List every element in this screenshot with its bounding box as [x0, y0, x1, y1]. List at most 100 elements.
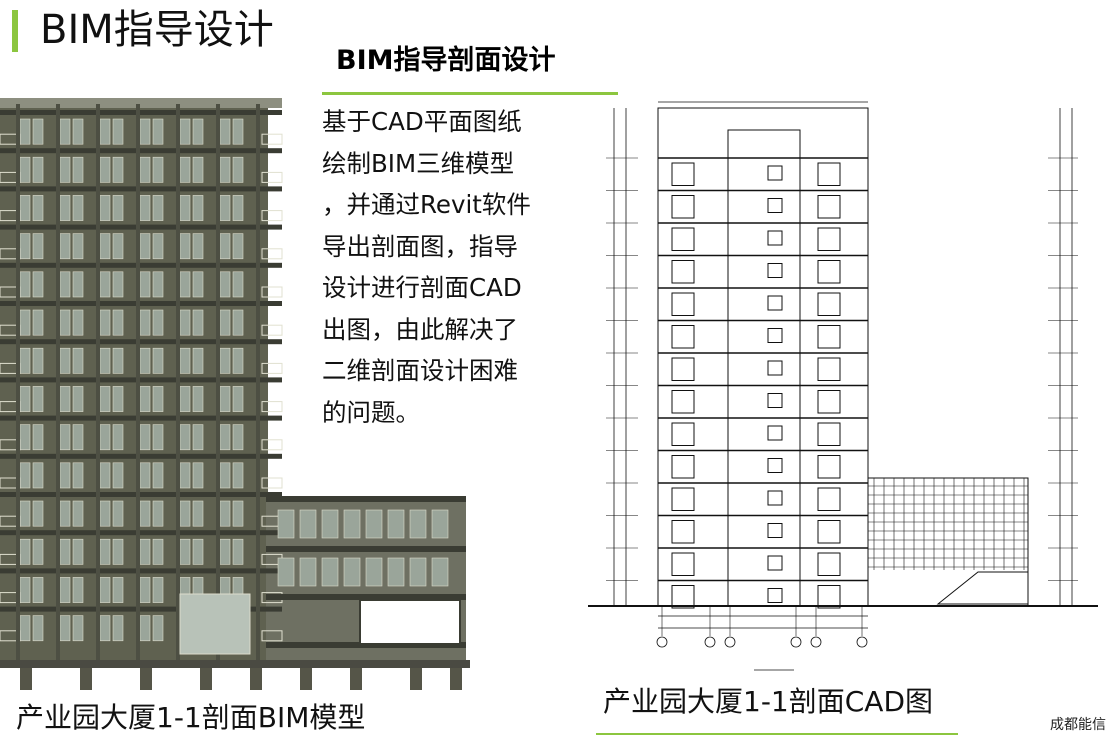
- bim-pile: [450, 668, 462, 690]
- bim-podium-window: [299, 557, 317, 587]
- bim-window: [19, 615, 31, 642]
- bim-window: [152, 309, 164, 336]
- bim-window: [59, 462, 71, 489]
- bim-floor-slab: [0, 606, 282, 612]
- bim-window: [219, 195, 231, 221]
- bim-floor-slab: [0, 301, 282, 306]
- body-text-line: 二维剖面设计困难: [322, 356, 518, 385]
- cad-room-door: [817, 195, 841, 219]
- cad-grid-axis-bubble: [656, 636, 668, 648]
- bim-window: [72, 347, 84, 374]
- bim-window: [179, 500, 191, 527]
- bim-window: [59, 309, 71, 336]
- cad-grid-axis-bubble: [856, 636, 868, 648]
- cad-room-door: [817, 260, 841, 284]
- bim-window: [139, 309, 151, 336]
- body-text-line: 设计进行剖面CAD: [322, 273, 522, 302]
- bim-window: [112, 309, 124, 336]
- bim-balcony-rail: [261, 210, 283, 222]
- bim-window: [19, 347, 31, 374]
- bim-window: [192, 500, 204, 527]
- cad-room-door: [671, 292, 695, 316]
- cad-room-door: [817, 487, 841, 511]
- bim-window: [112, 424, 124, 451]
- bim-window: [99, 615, 111, 642]
- cad-room-door: [817, 325, 841, 349]
- cad-core-window: [767, 425, 783, 441]
- bim-window: [152, 195, 164, 221]
- bim-roof-parapet: [0, 98, 282, 108]
- bim-window: [59, 233, 71, 260]
- cad-core-window: [767, 295, 783, 311]
- cad-room-door: [671, 422, 695, 446]
- bim-window: [112, 156, 124, 183]
- cad-room-door: [817, 227, 841, 251]
- bim-window: [152, 577, 164, 603]
- bim-window: [72, 538, 84, 565]
- footer-org-name: 成都能信: [1050, 717, 1106, 733]
- bim-floor-slab: [0, 262, 282, 268]
- bim-balcony-rail: [261, 439, 283, 451]
- bim-window: [179, 538, 191, 565]
- cad-room-door: [671, 390, 695, 414]
- bim-window: [112, 386, 124, 412]
- bim-window: [112, 462, 124, 489]
- bim-podium-window: [321, 557, 339, 587]
- cad-room-door: [671, 260, 695, 284]
- bim-window: [219, 386, 231, 412]
- bim-window: [59, 195, 71, 221]
- bim-window: [179, 195, 191, 221]
- cad-room-door: [671, 520, 695, 544]
- bim-window: [99, 156, 111, 183]
- cad-room-door: [817, 455, 841, 479]
- cad-room-door: [671, 455, 695, 479]
- cad-core-window: [767, 490, 783, 506]
- bim-window: [179, 386, 191, 412]
- bim-window: [232, 156, 244, 183]
- bim-podium-slab: [266, 496, 466, 502]
- bim-window: [112, 195, 124, 221]
- bim-window: [19, 309, 31, 336]
- bim-window: [59, 500, 71, 527]
- bim-window: [179, 156, 191, 183]
- bim-window: [19, 577, 31, 603]
- bim-podium-window: [431, 509, 449, 539]
- bim-window: [32, 424, 44, 451]
- cad-core-window: [767, 588, 783, 603]
- bim-window: [99, 424, 111, 451]
- section-title-underline: [322, 92, 618, 95]
- bim-window: [99, 309, 111, 336]
- cad-drawing-group: [588, 101, 1098, 671]
- bim-window: [112, 233, 124, 260]
- bim-window: [219, 538, 231, 565]
- bim-window: [192, 118, 204, 145]
- bim-window: [232, 233, 244, 260]
- bim-window: [139, 424, 151, 451]
- bim-window: [19, 271, 31, 298]
- bim-window: [232, 118, 244, 145]
- bim-window: [32, 500, 44, 527]
- bim-window: [32, 233, 44, 260]
- bim-window: [72, 386, 84, 412]
- bim-window: [112, 500, 124, 527]
- bim-pile: [410, 668, 422, 690]
- bim-pile: [140, 668, 152, 690]
- bim-podium-window: [387, 509, 405, 539]
- bim-podium-window: [343, 509, 361, 539]
- bim-window: [19, 386, 31, 412]
- bim-podium-window: [299, 509, 317, 539]
- cad-core-window: [767, 360, 783, 376]
- bim-pile: [250, 668, 262, 690]
- bim-model-image: [0, 98, 470, 690]
- bim-window: [99, 233, 111, 260]
- bim-podium-window: [365, 509, 383, 539]
- cad-room-door: [671, 487, 695, 511]
- bim-window: [179, 233, 191, 260]
- bim-window: [112, 538, 124, 565]
- bim-window: [219, 271, 231, 298]
- cad-core-window: [767, 165, 783, 181]
- bim-window: [99, 118, 111, 145]
- bim-window: [152, 156, 164, 183]
- cad-room-door: [817, 357, 841, 381]
- bim-podium-window: [277, 557, 295, 587]
